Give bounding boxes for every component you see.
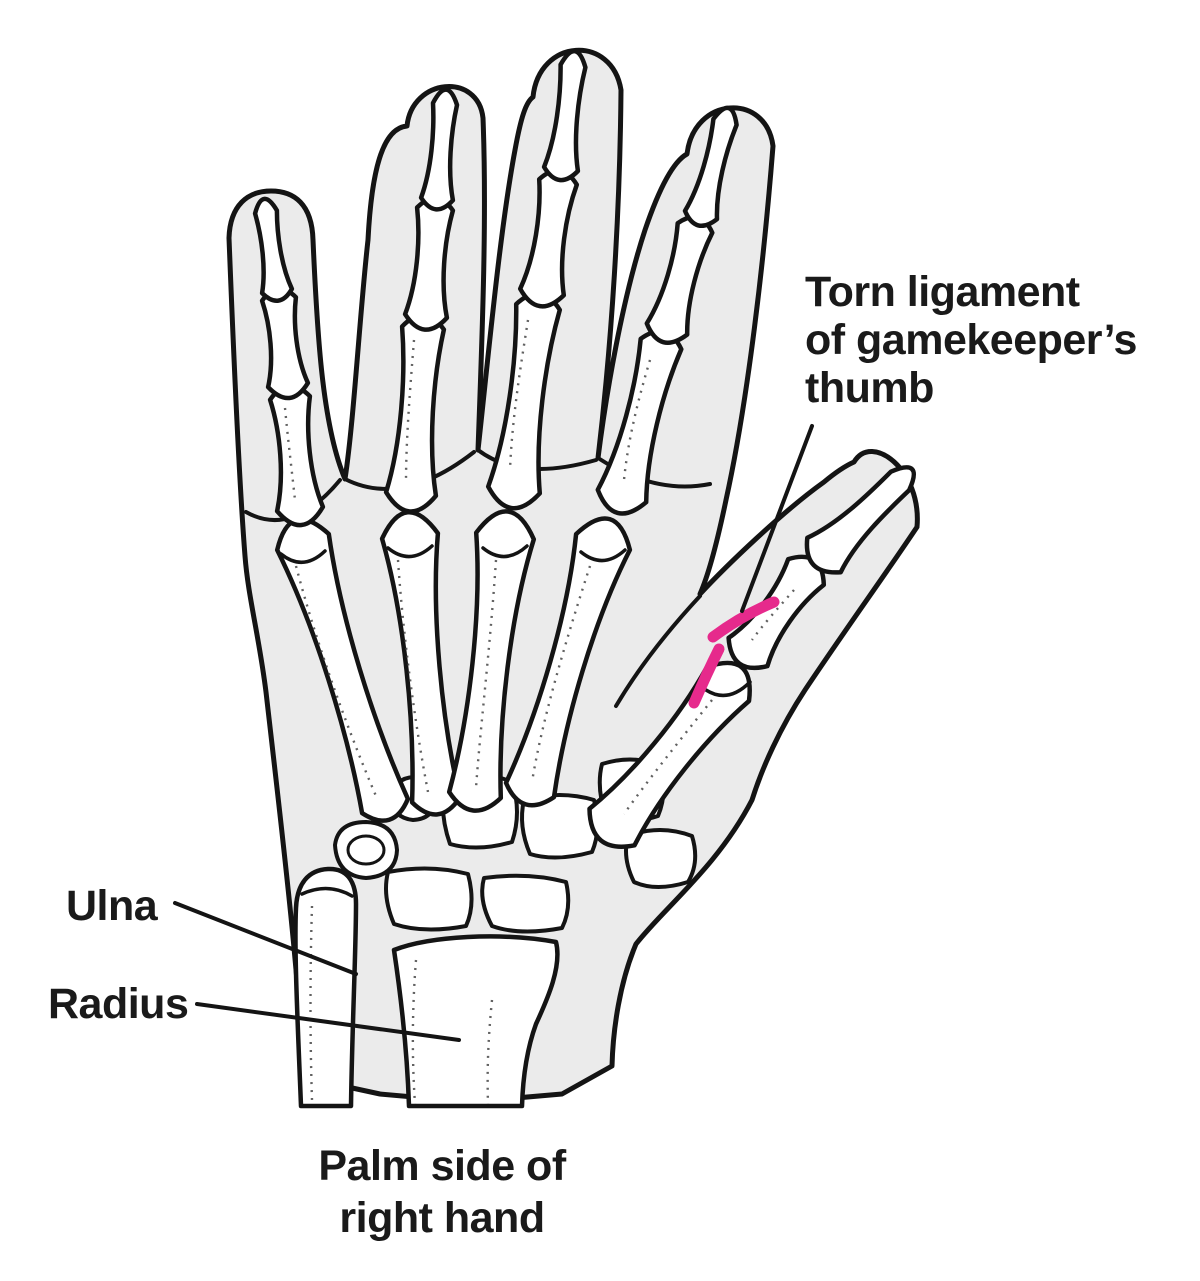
radius-leader-line (195, 1002, 461, 1042)
radius-bone (391, 934, 560, 1109)
ring-distal-phalanx (418, 87, 460, 212)
labels: Torn ligament of gamekeeper’s thumb Ulna… (48, 268, 1137, 1242)
metacarpal-bones (274, 509, 752, 849)
label-ulna: Ulna (66, 882, 159, 930)
index-middle-phalanx (644, 214, 715, 345)
label-torn-ligament-line2: of gamekeeper’s (805, 316, 1137, 364)
torn-ligament-mark-lower (688, 643, 725, 709)
thumb-metacarpal (587, 660, 752, 849)
middle-proximal-phalanx (485, 291, 563, 511)
little-distal-phalanx (252, 196, 295, 303)
caption-line2: right hand (339, 1194, 544, 1242)
skeleton (252, 48, 916, 1109)
torn-ligament-highlight (688, 596, 780, 709)
index-metacarpal (503, 516, 633, 808)
middle-distal-phalanx (541, 48, 588, 183)
phalanx-bones (252, 48, 916, 671)
stipple-shading (283, 319, 795, 1105)
leader-lines (173, 424, 814, 1042)
label-torn-ligament-line3: thumb (805, 364, 934, 412)
little-metacarpal (274, 517, 411, 823)
caption-line1: Palm side of (318, 1142, 566, 1190)
middle-metacarpal (446, 509, 537, 813)
torn-ligament-leader-line (740, 424, 814, 613)
label-torn-ligament-line1: Torn ligament (805, 268, 1080, 316)
torn-ligament-mark-upper (707, 596, 780, 643)
ulna-bone (293, 866, 359, 1109)
index-distal-phalanx (682, 105, 739, 229)
ulna-leader-line (173, 901, 358, 976)
index-proximal-phalanx (595, 329, 684, 516)
ring-metacarpal (379, 510, 463, 817)
thumb-distal-phalanx (804, 465, 916, 575)
joint-arcs (279, 544, 752, 698)
ring-proximal-phalanx (383, 313, 447, 514)
label-radius: Radius (48, 980, 188, 1028)
